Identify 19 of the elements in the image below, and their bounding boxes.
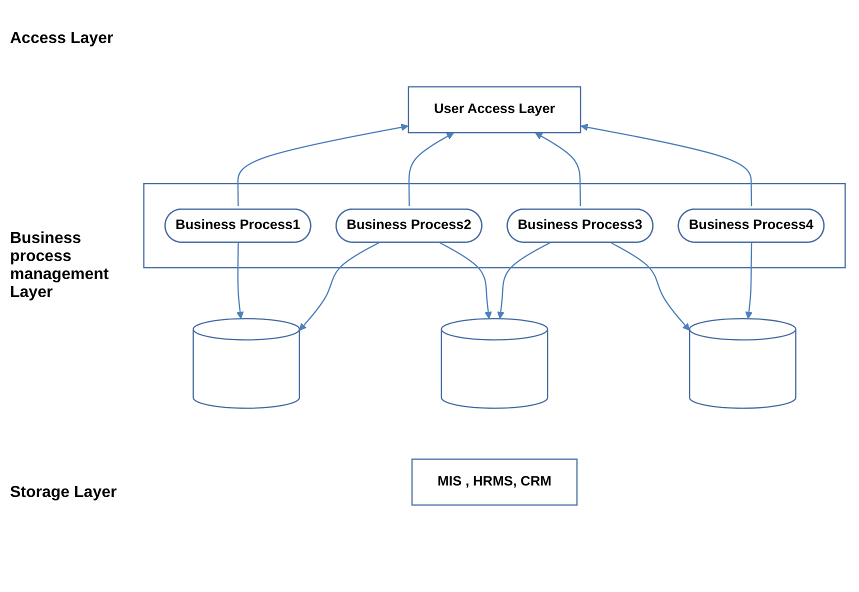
- node-box: User Access Layer: [408, 86, 582, 134]
- arrow: [745, 242, 753, 320]
- node-box: MIS , HRMS, CRM: [411, 458, 578, 506]
- layer-label: Business process management Layer: [10, 230, 110, 302]
- cluster: [143, 183, 846, 268]
- arrow: [299, 242, 380, 331]
- arrow: [408, 132, 454, 206]
- arrow: [580, 124, 752, 206]
- arrow: [439, 242, 492, 320]
- node-cylinder: [440, 318, 548, 409]
- node-cylinder: [192, 318, 300, 409]
- layer-label: Storage Layer: [10, 484, 118, 502]
- arrow: [610, 242, 690, 331]
- node-cylinder: [688, 318, 796, 409]
- arrow: [497, 242, 550, 320]
- layer-label: Access Layer: [10, 30, 114, 48]
- arrow: [236, 242, 244, 320]
- arrow: [534, 132, 582, 206]
- arrow: [237, 124, 408, 206]
